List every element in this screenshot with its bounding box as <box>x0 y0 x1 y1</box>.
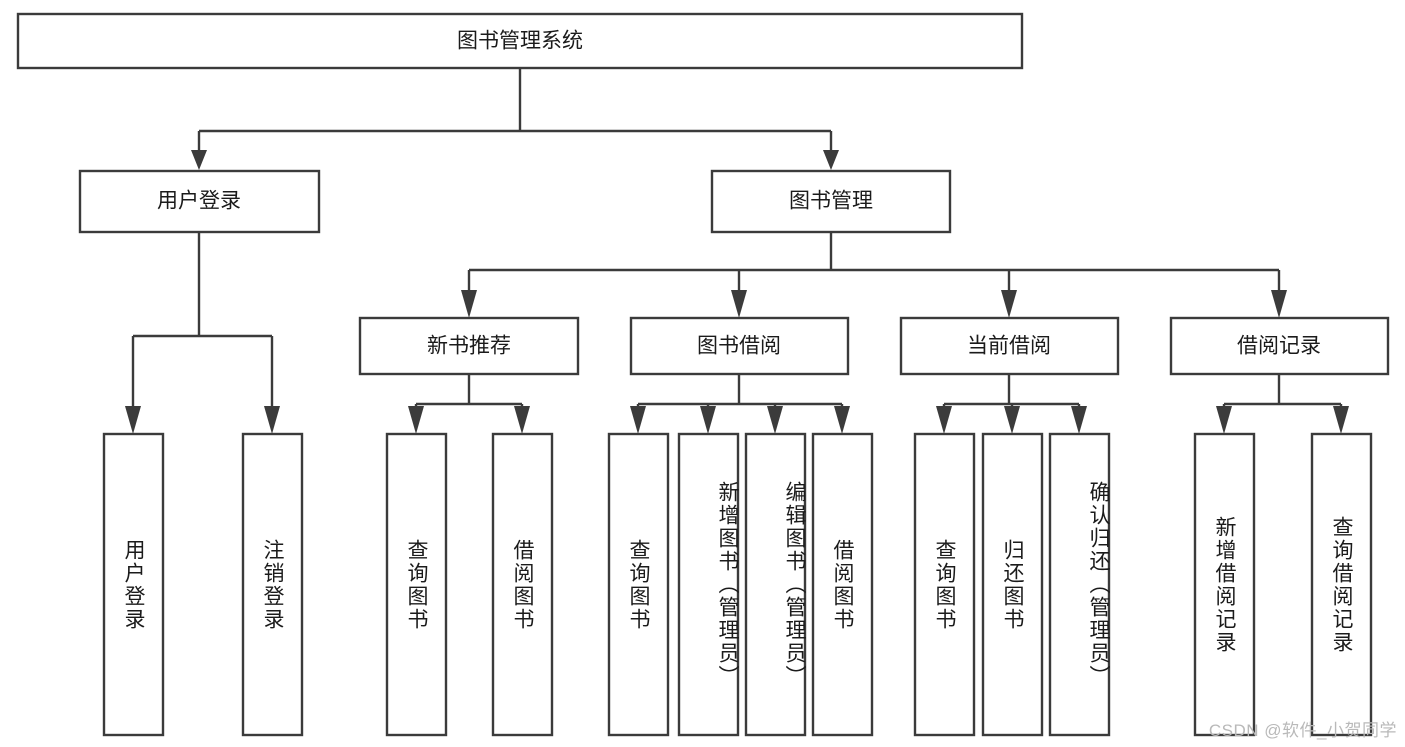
leaf-boxes-current-borrow <box>913 432 1111 737</box>
leaf-box-user-login-1[interactable] <box>241 432 304 737</box>
leaf-boxes-new-book-recommend <box>385 432 554 737</box>
node-user-login[interactable]: 用户登录 <box>78 169 321 234</box>
node-new-book-recommend-box <box>358 316 580 376</box>
connector-user-login-to-leaves <box>125 232 280 434</box>
node-book-borrow-box <box>629 316 850 376</box>
leaf-boxes-book-borrow <box>607 432 874 737</box>
node-borrow-record[interactable]: 借阅记录 <box>1169 316 1390 376</box>
leaf-box-book-borrow-2[interactable] <box>744 432 807 737</box>
node-book-management-label: 图书管理 <box>789 190 873 213</box>
node-book-management[interactable]: 图书管理 <box>710 169 952 234</box>
leaf-box-new-book-1[interactable] <box>491 432 554 737</box>
node-book-management-box <box>710 169 952 234</box>
leaf-box-book-borrow-0[interactable] <box>607 432 670 737</box>
node-root-system[interactable]: 图书管理系统 <box>16 12 1024 70</box>
leaf-box-current-borrow-0[interactable] <box>913 432 976 737</box>
leaf-box-new-book-0[interactable] <box>385 432 448 737</box>
leaf-box-current-borrow-1[interactable] <box>981 432 1044 737</box>
leaf-box-borrow-record-1[interactable] <box>1310 432 1373 737</box>
node-root-box <box>16 12 1024 70</box>
connector-current-borrow-to-leaves <box>936 374 1087 434</box>
node-book-borrow-label: 图书借阅 <box>697 335 781 358</box>
leaf-box-borrow-record-0[interactable] <box>1193 432 1256 737</box>
leaf-box-book-borrow-1[interactable] <box>677 432 740 737</box>
connector-root-to-level2 <box>191 68 839 170</box>
node-borrow-record-label: 借阅记录 <box>1237 335 1321 358</box>
node-new-book-recommend-label: 新书推荐 <box>427 335 511 358</box>
connector-new-book-to-leaves <box>408 374 530 434</box>
node-current-borrow-box <box>899 316 1120 376</box>
leaf-box-current-borrow-2[interactable] <box>1048 432 1111 737</box>
csdn-watermark: CSDN @软件_小贺同学 <box>1208 721 1397 740</box>
leaf-boxes-borrow-record <box>1193 432 1373 737</box>
node-user-login-box <box>78 169 321 234</box>
leaf-box-user-login-0[interactable] <box>102 432 165 737</box>
node-current-borrow[interactable]: 当前借阅 <box>899 316 1120 376</box>
leaf-boxes-user-login <box>102 432 304 737</box>
node-current-borrow-label: 当前借阅 <box>967 335 1051 358</box>
connector-book-mgmt-to-level3 <box>461 232 1287 318</box>
node-new-book-recommend[interactable]: 新书推荐 <box>358 316 580 376</box>
leaf-box-book-borrow-3[interactable] <box>811 432 874 737</box>
node-book-borrow[interactable]: 图书借阅 <box>629 316 850 376</box>
connector-borrow-record-to-leaves <box>1216 374 1349 434</box>
connector-book-borrow-to-leaves <box>630 374 850 434</box>
node-root-label: 图书管理系统 <box>457 30 583 53</box>
node-borrow-record-box <box>1169 316 1390 376</box>
node-user-login-label: 用户登录 <box>157 190 241 213</box>
